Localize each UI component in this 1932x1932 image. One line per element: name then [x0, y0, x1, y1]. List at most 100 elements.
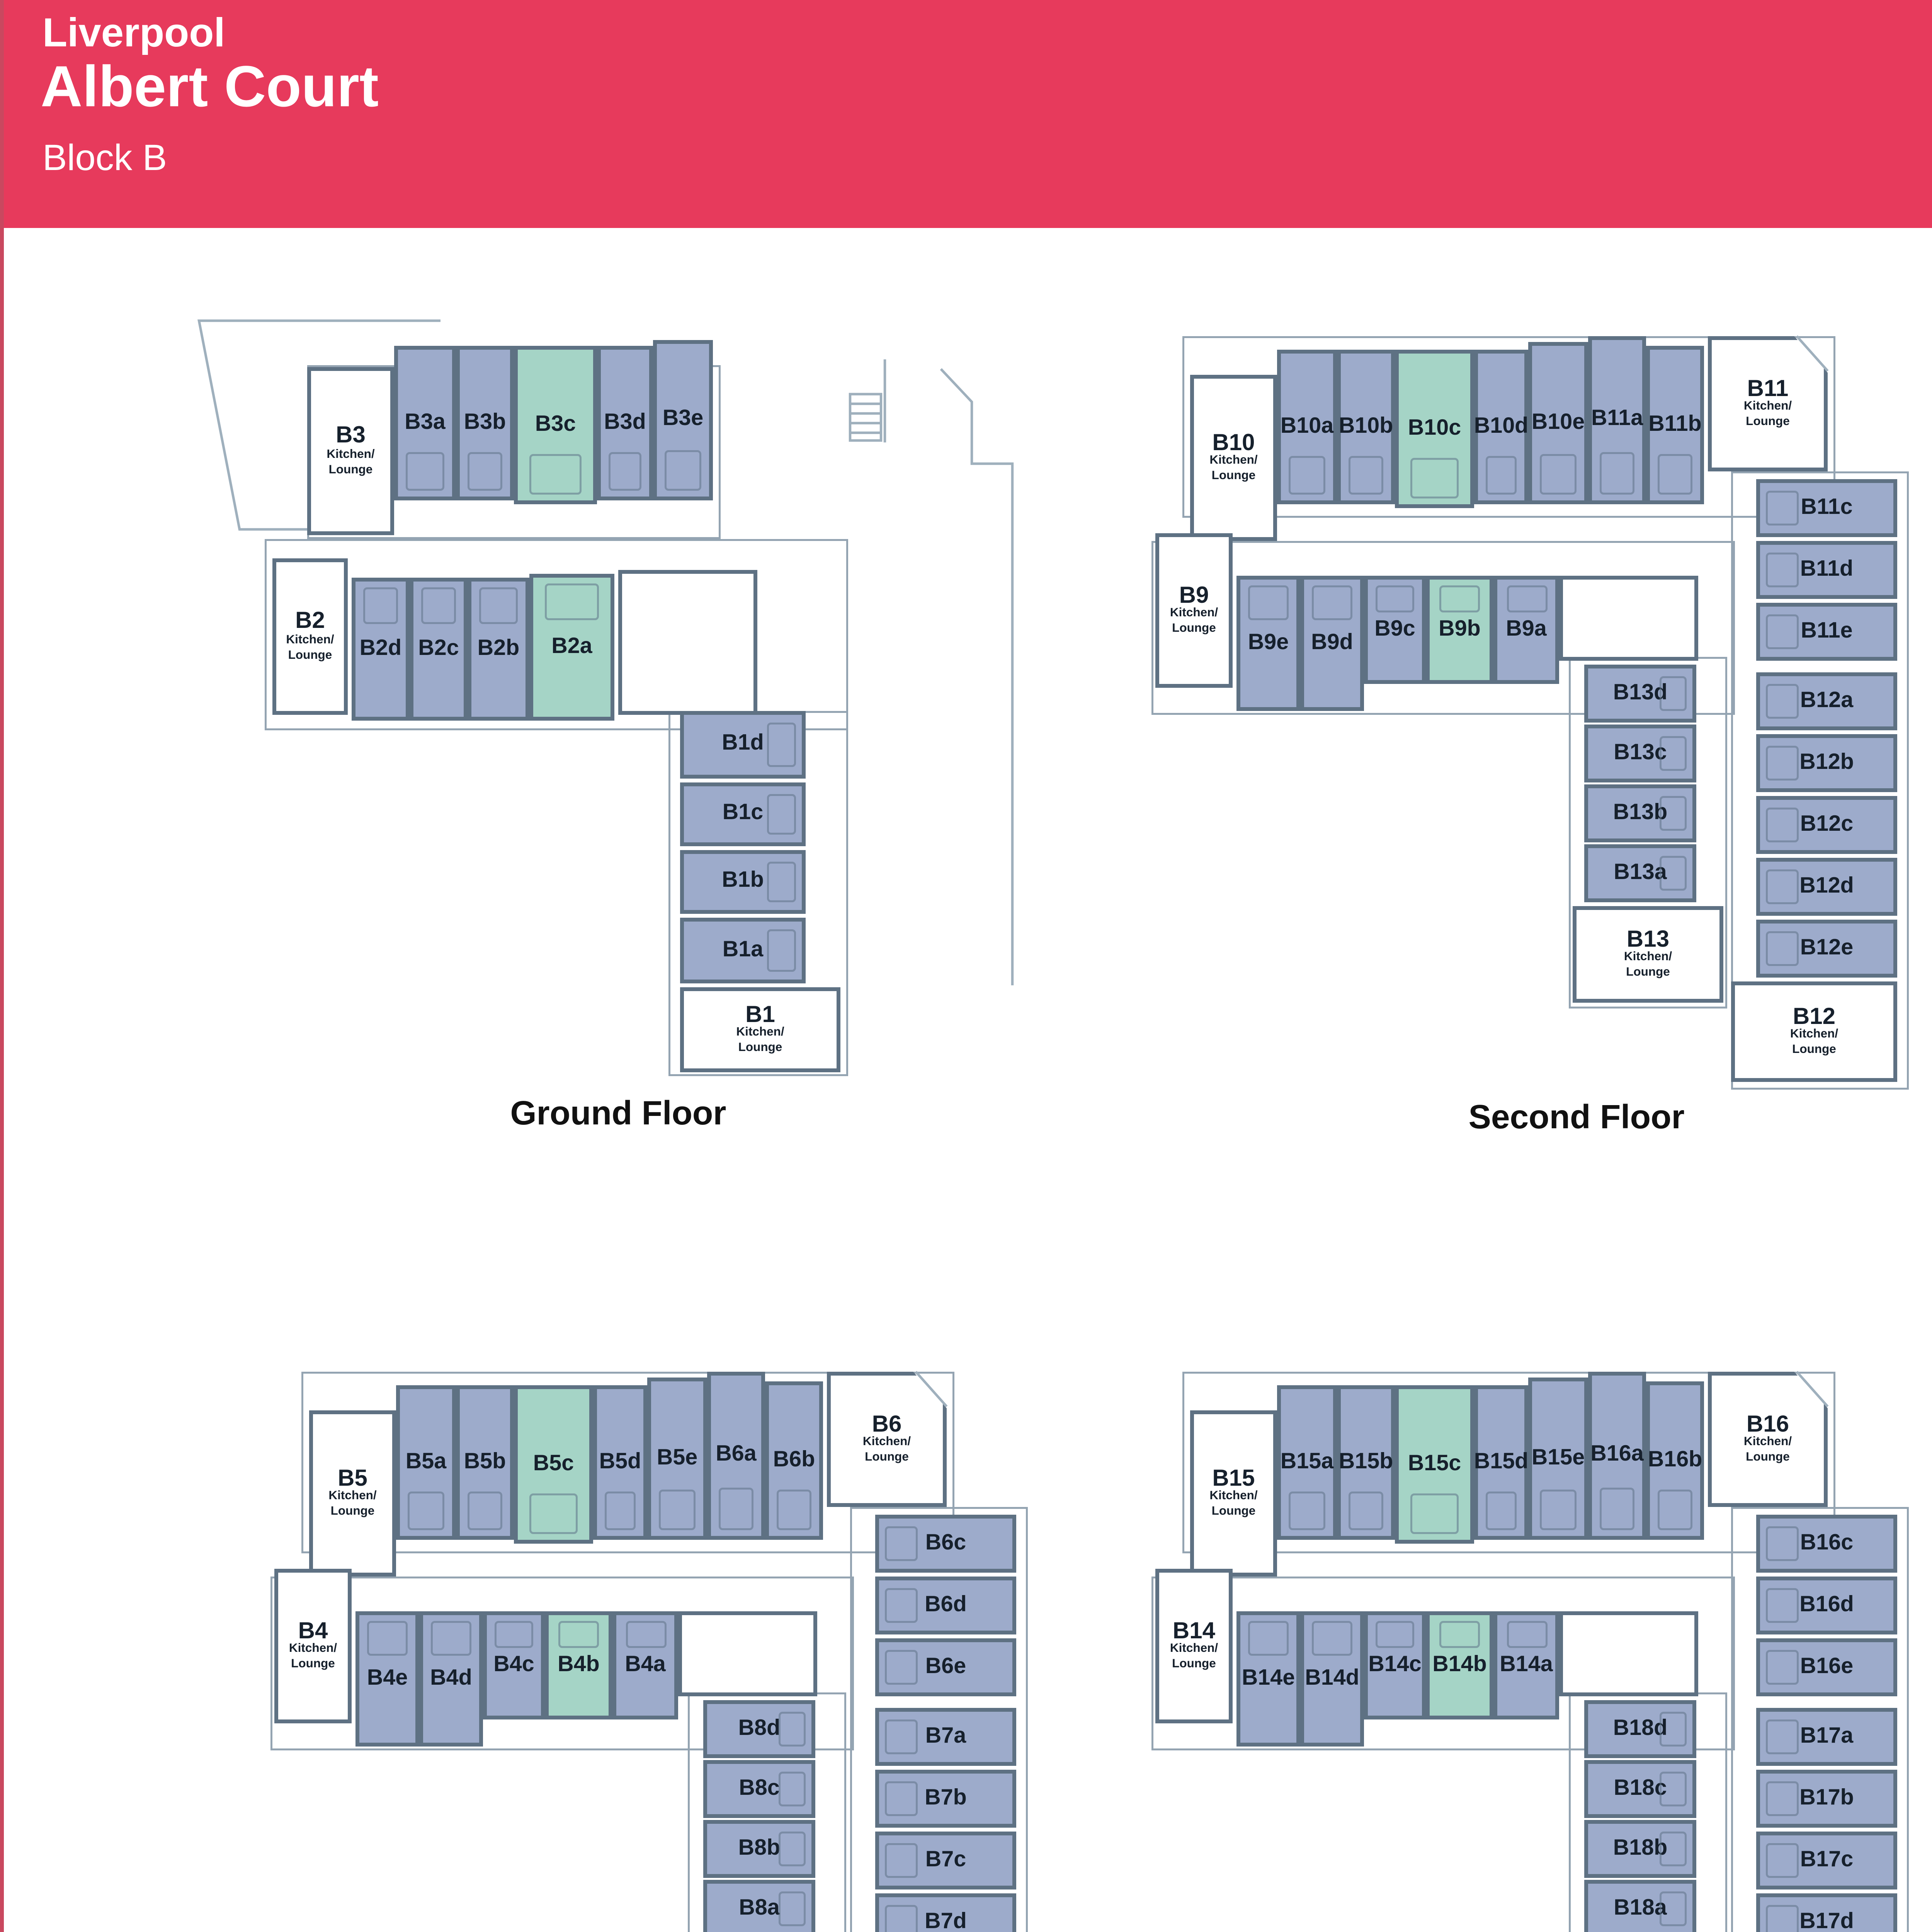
kitchen-lounge-sublabel: Kitchen/	[328, 1490, 377, 1504]
floor-title: Second Floor	[1468, 1097, 1685, 1136]
room-label: B16a	[1590, 1444, 1644, 1468]
ensuite-bathroom-outline	[659, 1489, 696, 1530]
room-label: B13c	[1614, 742, 1667, 765]
ensuite-bathroom-outline	[1766, 1842, 1799, 1879]
ensuite-bathroom-outline	[1766, 1649, 1799, 1685]
standard-bedroom-B13b: B13b	[1584, 784, 1696, 842]
ensuite-bathroom-outline	[431, 1621, 471, 1656]
standard-bedroom-B15e: B15e	[1528, 1378, 1588, 1540]
wing-outline	[1182, 336, 1835, 518]
kitchen-lounge-sublabel: Kitchen/	[862, 1436, 911, 1450]
standard-bedroom-B7d: B7d	[875, 1893, 1016, 1932]
ensuite-bathroom-outline	[1766, 869, 1799, 905]
standard-bedroom-B12b: B12b	[1756, 734, 1897, 792]
standard-bedroom-B18a: B18a	[1584, 1880, 1696, 1932]
room-label: B10	[1212, 429, 1255, 456]
standard-bedroom-B9d: B9d	[1300, 576, 1364, 711]
room-label: B3e	[662, 408, 704, 432]
room-label: B17d	[1799, 1910, 1854, 1932]
kitchen-lounge-sublabel: Kitchen/	[1790, 1029, 1838, 1043]
unlabeled-room	[678, 1611, 817, 1696]
standard-bedroom-B5d: B5d	[593, 1385, 647, 1540]
ensuite-bathroom-outline	[479, 587, 518, 624]
standard-bedroom-B15b: B15b	[1337, 1385, 1395, 1540]
room-label: B12d	[1799, 875, 1854, 898]
ensuite-bathroom-outline	[779, 1831, 806, 1867]
ensuite-bathroom-outline	[545, 583, 599, 621]
room-label: B16d	[1799, 1594, 1854, 1617]
kitchen-lounge-sublabel: Kitchen/	[1170, 607, 1218, 621]
standard-bedroom-B18d: B18d	[1584, 1700, 1696, 1758]
room-label: B14a	[1500, 1653, 1553, 1677]
ensuite-bathroom-outline	[625, 1621, 666, 1649]
room-label: B4b	[558, 1653, 600, 1677]
kitchen-lounge-sublabel: Lounge	[1626, 966, 1670, 980]
room-label: B16	[1746, 1410, 1789, 1437]
unlabeled-room	[1559, 576, 1698, 661]
ensuite-bathroom-outline	[665, 450, 701, 491]
standard-bedroom-B18c: B18c	[1584, 1760, 1696, 1818]
room-label: B5c	[533, 1452, 574, 1476]
room-label: B14c	[1368, 1653, 1422, 1677]
ensuite-bathroom-outline	[558, 1621, 600, 1649]
building-title: Albert Court	[41, 56, 379, 120]
ensuite-bathroom-outline	[408, 1491, 444, 1530]
ensuite-bathroom-outline	[1766, 930, 1799, 967]
ensuite-bathroom-outline	[495, 1621, 533, 1649]
standard-bedroom-B16e: B16e	[1756, 1638, 1897, 1696]
room-label: B15	[1212, 1464, 1255, 1492]
shell-corner-line	[1796, 1371, 1829, 1408]
room-label: B12a	[1800, 689, 1854, 713]
standard-bedroom-B17d: B17d	[1756, 1893, 1897, 1932]
ensuite-bathroom-outline	[421, 587, 456, 624]
block-label: Block B	[43, 139, 167, 180]
room-label: B11	[1747, 374, 1789, 402]
kitchen-lounge-sublabel: Lounge	[330, 1505, 375, 1519]
kitchen-lounge-sublabel: Lounge	[328, 463, 373, 477]
room-label: B11a	[1591, 408, 1643, 432]
disabled-bedroom-B3c: B3c	[514, 346, 597, 504]
standard-bedroom-B2b: B2b	[468, 578, 529, 721]
standard-bedroom-B10b: B10b	[1337, 350, 1395, 504]
ensuite-bathroom-outline	[885, 1781, 918, 1817]
left-border	[0, 0, 4, 1932]
room-label: B8c	[739, 1777, 780, 1801]
ensuite-bathroom-outline	[776, 1490, 812, 1530]
kitchen-lounge-sublabel: Kitchen/	[289, 1643, 337, 1657]
ensuite-bathroom-outline	[608, 451, 642, 491]
standard-bedroom-B8a: B8a	[703, 1880, 815, 1932]
standard-bedroom-B12d: B12d	[1756, 858, 1897, 916]
room-label: B7c	[925, 1849, 966, 1872]
kitchen-lounge-sublabel: Lounge	[738, 1042, 782, 1056]
standard-bedroom-B12a: B12a	[1756, 672, 1897, 730]
room-label: B10d	[1474, 415, 1529, 439]
wing-outline	[1151, 541, 1735, 715]
standard-bedroom-B6d: B6d	[875, 1577, 1016, 1634]
standard-bedroom-B11c: B11c	[1756, 479, 1897, 537]
standard-bedroom-B16b: B16b	[1646, 1381, 1704, 1540]
room-label: B11b	[1648, 413, 1702, 437]
standard-bedroom-B9c: B9c	[1364, 576, 1426, 684]
standard-bedroom-B11a: B11a	[1588, 336, 1646, 504]
standard-bedroom-B1c: B1c	[680, 782, 806, 846]
standard-bedroom-B11d: B11d	[1756, 541, 1897, 599]
room-label: B1	[745, 1000, 775, 1028]
ensuite-bathroom-outline	[1599, 452, 1635, 495]
ensuite-bathroom-outline	[885, 1587, 918, 1624]
ensuite-bathroom-outline	[1766, 1719, 1799, 1755]
room-label: B9d	[1311, 631, 1353, 655]
room-label: B16c	[1800, 1532, 1854, 1555]
ensuite-bathroom-outline	[766, 794, 796, 835]
room-label: B14e	[1242, 1667, 1295, 1690]
ensuite-bathroom-outline	[1657, 1490, 1693, 1530]
standard-bedroom-B14a: B14a	[1493, 1611, 1559, 1719]
room-label: B4	[298, 1617, 328, 1644]
ensuite-bathroom-outline	[1599, 1488, 1635, 1530]
kitchen-lounge-sublabel: Lounge	[288, 648, 332, 662]
standard-bedroom-B1b: B1b	[680, 850, 806, 914]
kitchen-lounge-sublabel: Kitchen/	[1170, 1643, 1218, 1657]
disabled-bedroom-B14b: B14b	[1426, 1611, 1493, 1719]
ensuite-bathroom-outline	[1766, 552, 1799, 588]
